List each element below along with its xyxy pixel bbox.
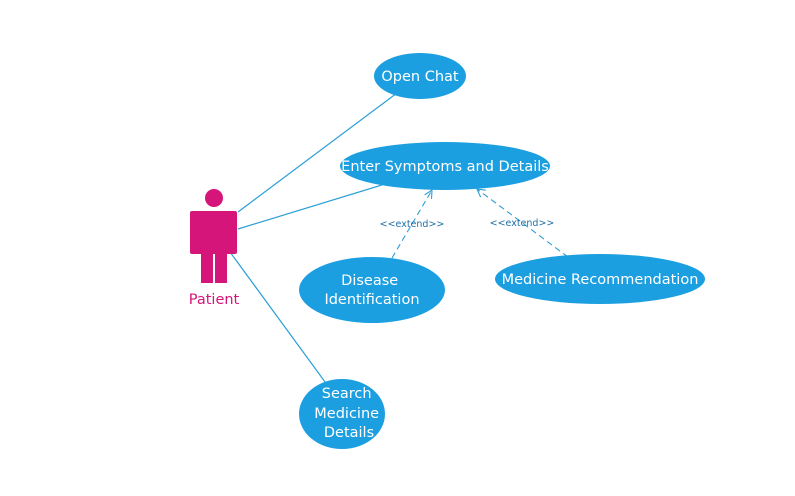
- usecase-enter-symptoms[interactable]: Enter Symptoms and Details: [340, 142, 550, 190]
- usecase-search-medicine-details[interactable]: Search Medicine Details: [299, 379, 385, 449]
- usecase-medicine-recommendation-label: Medicine Recommendation: [502, 272, 699, 288]
- extend-line-medicine: [476, 188, 569, 258]
- person-icon: [190, 189, 237, 283]
- extend-arrowhead-medicine: [476, 188, 486, 198]
- usecase-search-medicine-details-line-3: Details: [324, 425, 374, 441]
- extend-label-medicine: <<extend>>: [490, 218, 555, 229]
- usecase-disease-identification-line-1: Disease: [341, 273, 398, 289]
- association-enter-symptoms: [237, 184, 383, 230]
- association-open-chat: [237, 92, 398, 213]
- usecase-search-medicine-details-line-2: Medicine: [314, 406, 379, 422]
- associations: [229, 92, 398, 387]
- usecase-enter-symptoms-label: Enter Symptoms and Details: [341, 159, 549, 175]
- usecase-medicine-recommendation[interactable]: Medicine Recommendation: [495, 254, 705, 304]
- usecase-search-medicine-details-shape: [299, 379, 385, 449]
- extend-line-disease: [391, 189, 433, 259]
- association-search-medicine: [229, 251, 329, 387]
- actor-patient[interactable]: Patient: [189, 189, 240, 308]
- extend-relations: [391, 188, 569, 259]
- usecase-open-chat[interactable]: Open Chat: [374, 53, 466, 99]
- extend-label-disease: <<extend>>: [380, 219, 445, 230]
- usecase-disease-identification-line-2: Identification: [324, 292, 419, 308]
- usecase-disease-identification-shape: [299, 257, 445, 323]
- actor-label: Patient: [189, 292, 240, 308]
- usecase-search-medicine-details-label: Search Medicine Details: [314, 386, 383, 441]
- usecase-open-chat-label: Open Chat: [381, 69, 459, 85]
- usecase-disease-identification-label: Disease Identification: [324, 273, 419, 308]
- usecase-search-medicine-details-line-1: Search: [322, 386, 372, 402]
- usecase-medicine-recommendation-shape: [495, 254, 705, 304]
- extend-arrowhead-disease: [424, 188, 433, 199]
- usecase-open-chat-shape: [374, 53, 466, 99]
- usecase-disease-identification[interactable]: Disease Identification: [299, 257, 445, 323]
- usecase-enter-symptoms-shape: [340, 142, 550, 190]
